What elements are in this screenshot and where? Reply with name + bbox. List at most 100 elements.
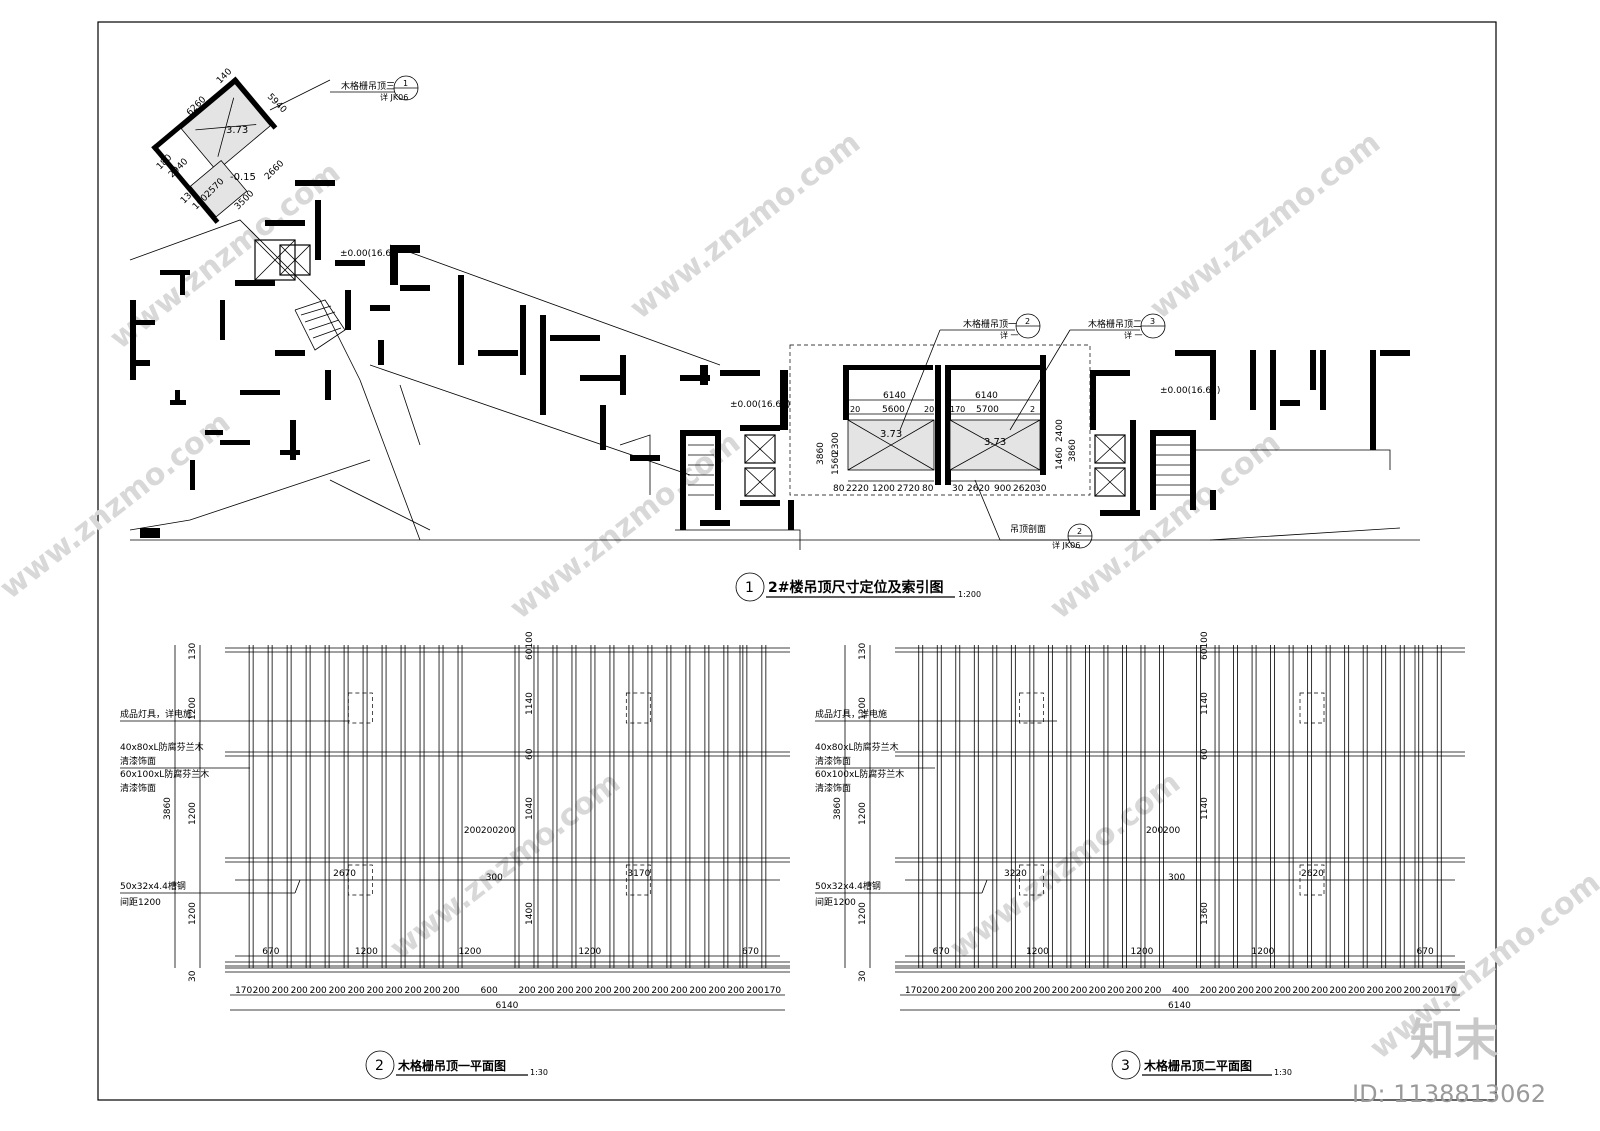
- dim-label: 170: [764, 986, 781, 996]
- dim: 5700: [976, 405, 999, 415]
- plan3-label-wood1b: 清漆饰面: [815, 755, 851, 767]
- plan3-title-block: 3 木格栅吊顶二平面图 1:30: [1111, 1050, 1292, 1080]
- dim: 3860: [1068, 439, 1078, 462]
- dim-label: 130: [188, 643, 198, 660]
- id-mark: ID: 1138813062: [1352, 1080, 1546, 1108]
- dim-label: 60: [525, 748, 535, 760]
- callout-a-name: 木格栅吊顶三: [341, 80, 395, 92]
- dim-label: 1200: [858, 802, 868, 825]
- dim-label: 200: [498, 826, 515, 836]
- dim-label: 130: [858, 643, 868, 660]
- callout-a-num: 1: [403, 79, 408, 88]
- dim-label: 200: [689, 986, 706, 996]
- small-ceiling: [151, 76, 278, 224]
- dim-label: 200: [518, 986, 535, 996]
- plan3-scale: 1:30: [1274, 1068, 1292, 1077]
- plan2-label-wood2b: 清漆饰面: [120, 782, 156, 794]
- dim-label: 200: [1126, 986, 1143, 996]
- dim-label: 200: [348, 986, 365, 996]
- dim: 2220: [846, 484, 869, 494]
- dim-label: 200: [1163, 826, 1180, 836]
- dim: 3860: [816, 442, 826, 465]
- callout-c-name: 木格栅吊顶二: [1088, 318, 1142, 330]
- dim-label: 670: [742, 947, 759, 957]
- dim-label: 200: [1237, 986, 1254, 996]
- dim-label: 200: [1422, 986, 1439, 996]
- dim-label: 1140: [525, 692, 535, 715]
- dim-label: 200: [996, 986, 1013, 996]
- plan2-scale: 1:30: [530, 1068, 548, 1077]
- dim-label: 1200: [858, 902, 868, 925]
- dim-label: 200: [922, 986, 939, 996]
- dim-label: 200: [1015, 986, 1032, 996]
- dim: 2620: [1013, 484, 1036, 494]
- plan1-title-block: 1 2#楼吊顶尺寸定位及索引图 1:200: [735, 572, 981, 602]
- ceiling1-height: 3.73: [880, 429, 902, 440]
- dim-label: 200: [670, 986, 687, 996]
- dim-label: 170: [905, 986, 922, 996]
- dim-label: 200: [1146, 826, 1163, 836]
- callout-d-ref: 详 JK06: [1052, 540, 1080, 550]
- plan3-title: 木格栅吊顶二平面图: [1143, 1058, 1252, 1073]
- plan1-number: 1: [745, 580, 754, 596]
- dim-label: 200: [1070, 986, 1087, 996]
- callout-c-ref: 详 一: [1124, 330, 1143, 340]
- dim: 80: [833, 484, 845, 494]
- dim-label: 200: [329, 986, 346, 996]
- level-label: ±0.00(16.65): [1160, 386, 1220, 396]
- sheet-frame: [97, 21, 1497, 1101]
- dim-label: 200: [959, 986, 976, 996]
- watermark: www.znzmo.com: [943, 765, 1187, 966]
- dim-label: 1200: [858, 697, 868, 720]
- dim-label: 1200: [355, 947, 378, 957]
- plan3-label-light: 成品灯具，详电施: [815, 708, 887, 720]
- dim-label: 200: [556, 986, 573, 996]
- small-ceiling-low: -0.15: [230, 172, 256, 183]
- dim: 5600: [882, 405, 905, 415]
- callout-c-num: 3: [1150, 317, 1155, 326]
- dim-label: 60100: [1200, 631, 1210, 660]
- dim-label: 300: [486, 873, 503, 883]
- plan2-title-block: 2 木格栅吊顶一平面图 1:30: [365, 1050, 548, 1080]
- dim-label: 200: [1366, 986, 1383, 996]
- dim-label: 1200: [188, 802, 198, 825]
- dim-label: 200: [253, 986, 270, 996]
- dim-label: 200: [291, 986, 308, 996]
- dim-label: 1200: [1252, 947, 1275, 957]
- dim-label: 670: [1417, 947, 1434, 957]
- dim-label: 200: [1385, 986, 1402, 996]
- dim-label: 200: [1292, 986, 1309, 996]
- plan2-label-steel: 50x32x4.4槽钢: [120, 880, 186, 892]
- dim-label: 3220: [1004, 869, 1027, 879]
- dim-label: 200: [1218, 986, 1235, 996]
- dim-label: 30: [188, 970, 198, 982]
- callout-d-name: 吊顶剖面: [1010, 523, 1046, 535]
- dim-label: 170: [235, 986, 252, 996]
- dim-label: 200: [575, 986, 592, 996]
- dim-label: 3860: [163, 797, 173, 820]
- dim-label: 200: [1107, 986, 1124, 996]
- dim: 6140: [975, 391, 998, 401]
- dim-label: 200: [1403, 986, 1420, 996]
- light-fixture: [1019, 692, 1044, 724]
- level-label: ±0.00(16.65): [730, 400, 790, 410]
- dim-label: 670: [933, 947, 950, 957]
- dim-label: 200: [727, 986, 744, 996]
- plan2-number: 2: [375, 1058, 384, 1074]
- level-label: ±0.00(16.6: [340, 249, 391, 259]
- callout-c: 木格栅吊顶二 3 详 一: [1009, 313, 1166, 431]
- plan2-label-light: 成品灯具，详电施: [120, 708, 192, 720]
- dim: 30: [1035, 484, 1047, 494]
- dim: 6140: [883, 391, 906, 401]
- dim: 1200: [872, 484, 895, 494]
- dim: 2720: [897, 484, 920, 494]
- dim: 170: [950, 405, 965, 414]
- plan3-label-wood2b: 清漆饰面: [815, 782, 851, 794]
- dim-label: 200: [1255, 986, 1272, 996]
- dim-label: 200: [708, 986, 725, 996]
- dim-label: 200: [1311, 986, 1328, 996]
- dim-label: 200: [632, 986, 649, 996]
- dim-label: 1200: [188, 902, 198, 925]
- light-fixture: [625, 692, 651, 724]
- callout-a-ref: 详 JK06: [380, 92, 408, 102]
